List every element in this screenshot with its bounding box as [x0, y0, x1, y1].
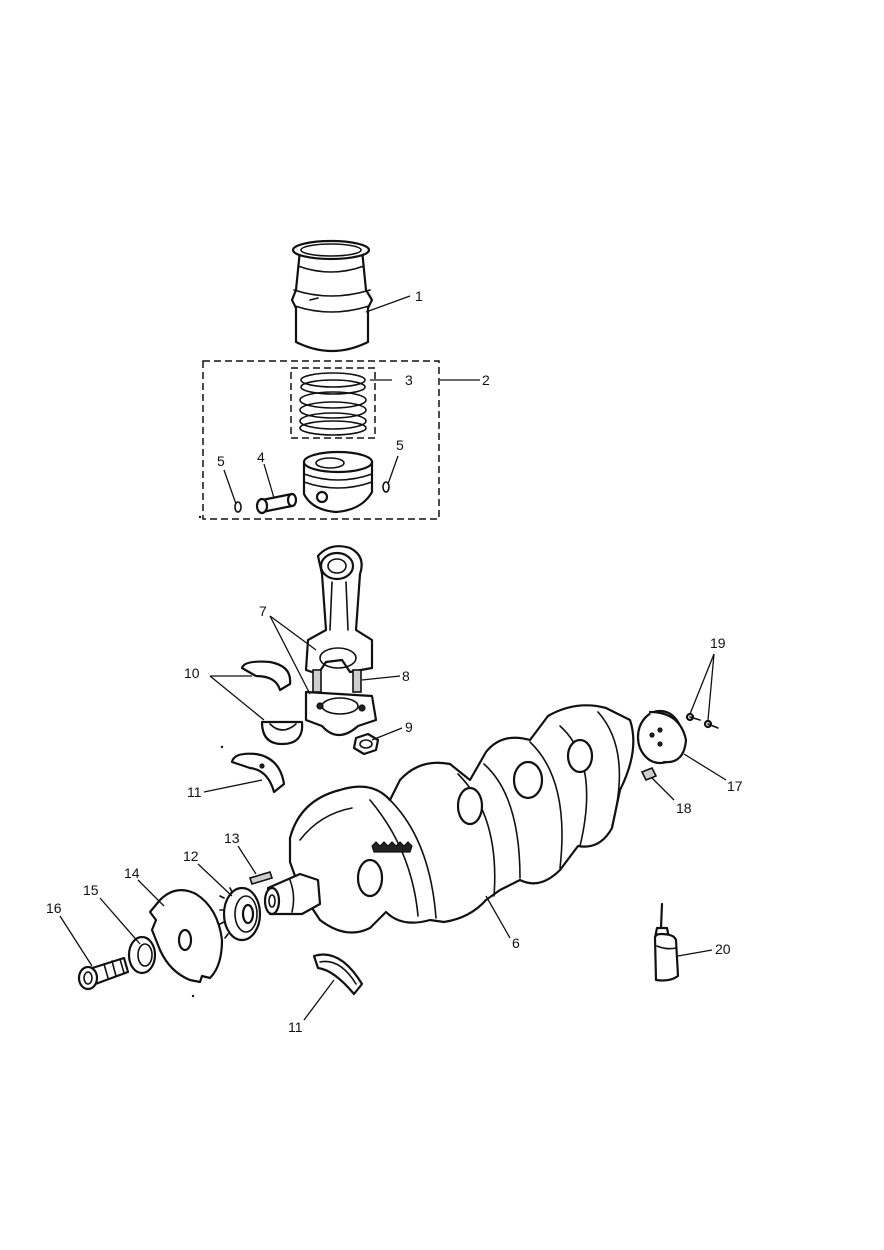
big-end-shell-lower-icon[interactable]	[260, 720, 304, 746]
print-dot	[220, 745, 224, 749]
callout-14: 14	[124, 865, 140, 881]
leader-lines	[59, 295, 727, 1021]
circlip-right-icon[interactable]	[382, 481, 390, 493]
print-dot	[198, 515, 202, 519]
main-shell-upper-icon[interactable]	[230, 752, 286, 794]
callout-6: 6	[512, 935, 520, 951]
callout-5-right: 5	[396, 437, 404, 453]
callout-9: 9	[405, 719, 413, 735]
piston-assembly-box	[202, 360, 440, 520]
piston-icon[interactable]	[302, 450, 374, 514]
cylinder-liner-icon[interactable]	[290, 239, 374, 352]
callout-7: 7	[259, 603, 267, 619]
callout-18: 18	[676, 800, 692, 816]
cap-screw-icon[interactable]	[685, 712, 719, 729]
crank-bolt-icon[interactable]	[77, 956, 130, 991]
callout-13: 13	[224, 830, 240, 846]
callout-15: 15	[83, 882, 99, 898]
callout-5-left: 5	[217, 453, 225, 469]
gudgeon-pin-icon[interactable]	[255, 492, 298, 515]
callout-2: 2	[482, 372, 490, 388]
main-shell-lower-icon[interactable]	[312, 953, 364, 996]
callout-12: 12	[183, 848, 199, 864]
end-cap-icon[interactable]	[636, 709, 688, 765]
piston-rings-icon[interactable]	[290, 367, 376, 439]
callout-11-lower: 11	[288, 1019, 303, 1035]
print-dot	[191, 994, 195, 998]
dowel-pin-icon[interactable]	[640, 766, 658, 782]
callout-1: 1	[415, 288, 423, 304]
crank-sprocket-icon[interactable]	[219, 886, 262, 942]
callout-4: 4	[257, 449, 265, 465]
callout-8: 8	[402, 668, 410, 684]
callout-11-upper: 11	[187, 784, 202, 800]
circlip-left-icon[interactable]	[234, 501, 242, 513]
trigger-plate-icon[interactable]	[148, 889, 224, 984]
rod-nut-icon[interactable]	[352, 732, 380, 756]
big-end-shell-upper-icon[interactable]	[240, 660, 292, 692]
callout-3: 3	[405, 372, 413, 388]
callout-10: 10	[184, 665, 200, 681]
rod-cap-icon[interactable]	[304, 690, 378, 737]
rod-bolt-icon[interactable]	[312, 669, 362, 693]
callout-19: 19	[710, 635, 726, 651]
callout-17: 17	[727, 778, 743, 794]
connecting-rod-icon[interactable]	[304, 545, 374, 676]
woodruff-key-icon[interactable]	[248, 871, 274, 885]
callout-20: 20	[715, 941, 731, 957]
crankshaft-icon[interactable]	[263, 704, 635, 934]
callout-16: 16	[46, 900, 62, 916]
callout-labels: 1 2 3 5 4 5 7 19 10 8 9 17 11 18 13 12 1…	[46, 288, 743, 1035]
crank-washer-icon[interactable]	[127, 935, 157, 975]
adhesive-bottle-icon[interactable]	[653, 902, 680, 982]
